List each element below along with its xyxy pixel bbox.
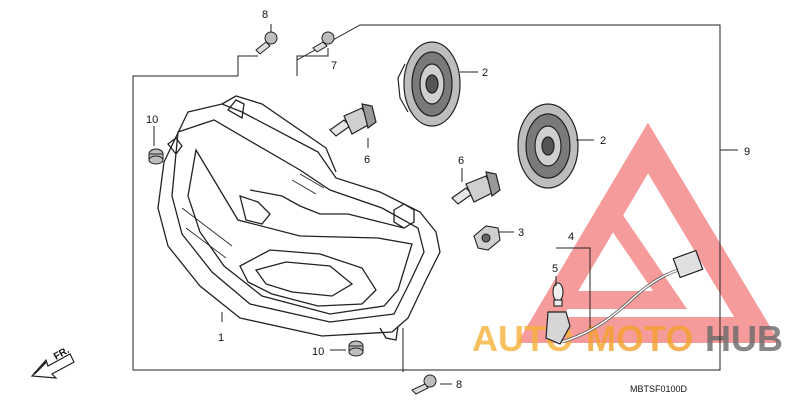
part-code: MBTSF0100D	[630, 384, 688, 394]
wire-harness	[545, 249, 704, 345]
callout-2-upper: 2	[482, 67, 488, 79]
callout-1: 1	[218, 332, 224, 344]
callout-7: 7	[331, 60, 337, 72]
headlight-housing	[157, 95, 441, 341]
watermark-text-hub: HUB	[705, 318, 783, 359]
bulb-socket-lower	[517, 103, 579, 189]
assembly-bracket	[132, 24, 738, 371]
wedge-bulb	[552, 282, 564, 307]
position-lamp-socket	[473, 225, 501, 251]
bulb-socket-upper	[397, 41, 461, 127]
callout-numbers: 8 7 2 2 9 10 6 6 3 4 5 1 10 8	[146, 9, 750, 391]
front-arrow-icon	[30, 353, 75, 379]
callout-5: 5	[552, 263, 558, 275]
callout-6-lower: 6	[458, 155, 464, 167]
grommet-10-bottom	[348, 340, 364, 357]
callout-4: 4	[568, 231, 574, 243]
callout-8-bottom: 8	[456, 379, 462, 391]
callout-10-bottom: 10	[312, 346, 324, 358]
halogen-bulb-upper	[329, 103, 377, 137]
callout-2-lower: 2	[600, 135, 606, 147]
callout-9: 9	[744, 146, 750, 158]
front-arrow: FR.	[30, 345, 75, 379]
halogen-bulb-lower	[451, 171, 501, 205]
watermark-wordmark: AUTO MOTO HUB	[472, 318, 783, 359]
grommet-10-left	[148, 148, 164, 165]
leader-lines	[153, 24, 594, 385]
screw-7	[312, 31, 335, 53]
callout-8-top: 8	[262, 9, 268, 21]
callout-6-upper: 6	[364, 154, 370, 166]
callout-3: 3	[518, 227, 524, 239]
watermark-logo	[517, 122, 780, 343]
watermark-text-moto: MOTO	[586, 318, 693, 359]
callout-10-left: 10	[146, 114, 158, 126]
watermark-triangle-inner	[543, 198, 688, 309]
screw-8-bottom	[411, 374, 437, 395]
screw-8-top	[255, 31, 278, 55]
